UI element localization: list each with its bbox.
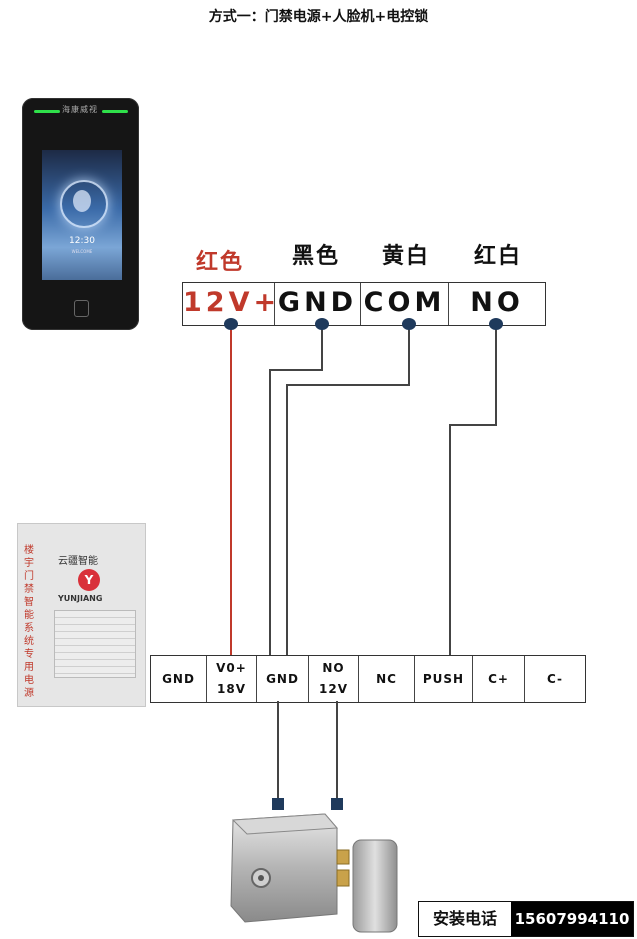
device-brand: 海康威视	[62, 105, 98, 114]
install-phone-number: 15607994110	[511, 902, 633, 936]
status-light-right	[102, 110, 128, 113]
device-clock: 12:30	[69, 236, 95, 246]
psu-brand: 云疆智能	[58, 556, 98, 567]
connection-dot-12v	[224, 318, 238, 330]
install-phone-label: 安装电话	[419, 902, 511, 936]
terminal-push: PUSH	[415, 656, 473, 702]
diagram-title: 方式一：门禁电源+人脸机+电控锁	[208, 9, 429, 25]
wire-label-yellow-white: 黄白	[382, 244, 431, 269]
electric-lock-icon	[230, 813, 398, 933]
terminal-psu-gnd-2: GND	[257, 656, 309, 702]
psu-vertical-label: 楼宇门禁智能系统专用电源	[24, 545, 34, 699]
terminal-nc: NC	[359, 656, 415, 702]
face-scan-ring	[60, 180, 108, 228]
fingerprint-button-icon	[74, 300, 89, 317]
power-supply-box: 楼宇门禁智能系统专用电源 云疆智能 Y YUNJIANG	[17, 523, 146, 707]
psu-brand-en: YUNJIANG	[58, 594, 103, 603]
device-clock-sub: WELCOME	[71, 249, 93, 254]
connection-dot-gnd	[315, 318, 329, 330]
lock-terminal-2	[331, 798, 343, 810]
terminal-gnd: GND	[275, 283, 361, 325]
top-terminal-block: 12V+ GND COM NO	[182, 282, 546, 326]
terminal-psu-gnd-1: GND	[151, 656, 207, 702]
wire-label-red-white: 红白	[474, 244, 523, 269]
terminal-no: NO	[470, 287, 524, 318]
terminal-c-plus: C+	[473, 656, 525, 702]
wire-red-white-no	[449, 326, 497, 655]
terminal-v0-18v: V0+18V	[207, 656, 257, 702]
terminal-c-minus: C-	[546, 671, 564, 686]
terminal-com: COM	[361, 283, 449, 325]
face-recognition-terminal: 海康威视 12:30 WELCOME	[22, 98, 139, 330]
wire-label-red: 红色	[196, 250, 245, 275]
wire-label-black: 黑色	[292, 244, 341, 269]
psu-spec-label	[54, 610, 136, 678]
lock-terminal-1	[272, 798, 284, 810]
connection-dot-no	[489, 318, 503, 330]
install-phone-box: 安装电话 15607994110	[418, 901, 634, 937]
psu-logo-icon: Y	[78, 569, 100, 591]
wire-yellow-white-com	[286, 326, 410, 655]
face-icon	[73, 190, 91, 212]
connection-dot-com	[402, 318, 416, 330]
status-light-left	[34, 110, 60, 113]
wire-black-gnd	[269, 326, 323, 655]
terminal-12v: 12V+	[183, 283, 276, 325]
device-screen: 12:30 WELCOME	[42, 150, 122, 280]
